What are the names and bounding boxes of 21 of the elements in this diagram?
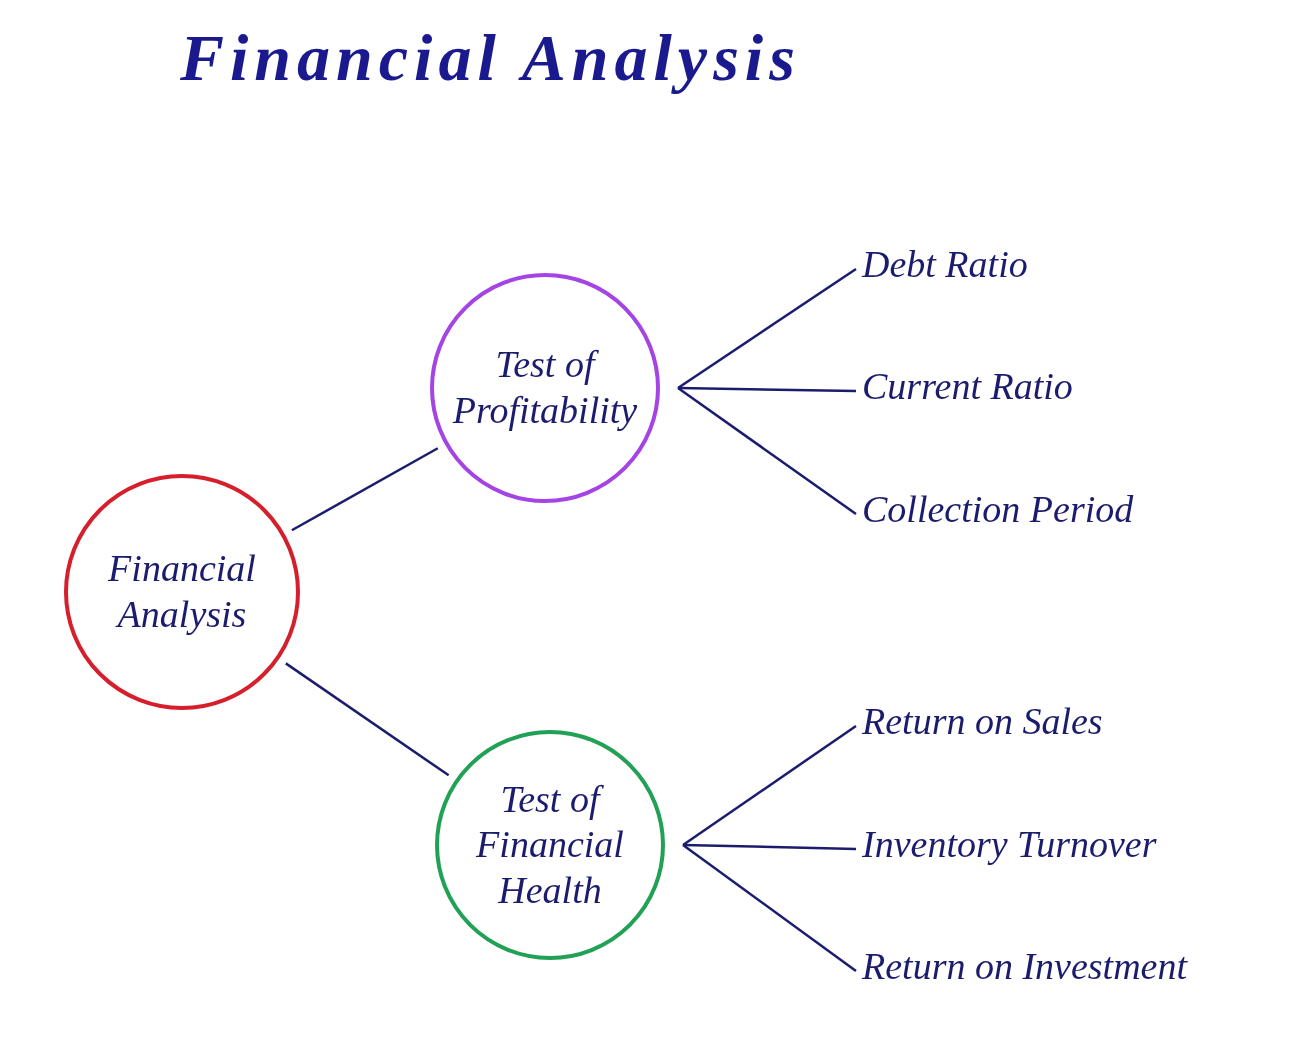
connector-line <box>677 386 857 393</box>
metric-label: Return on Sales <box>862 699 1103 745</box>
connector-line <box>291 447 439 532</box>
metric-label: Inventory Turnover <box>862 822 1157 868</box>
connector-line <box>677 387 857 515</box>
metric-label: Current Ratio <box>862 364 1073 410</box>
node-text: Test of Financial Health <box>475 776 625 913</box>
connector-line <box>285 662 450 777</box>
circle-node <box>435 730 665 960</box>
circle-node <box>430 273 660 503</box>
node-text: Financial Analysis <box>107 546 257 637</box>
metric-label: Collection Period <box>862 487 1134 533</box>
metric-label: Return on Investment <box>862 944 1188 990</box>
circle-node <box>64 474 300 710</box>
title: Financial Analysis <box>180 20 801 96</box>
metric-label: Debt Ratio <box>862 242 1028 288</box>
connector-line <box>682 843 857 851</box>
node-text: Test of Profitability <box>451 342 639 433</box>
connector-line <box>682 844 857 972</box>
connector-line <box>677 267 857 390</box>
connector-line <box>682 724 857 847</box>
